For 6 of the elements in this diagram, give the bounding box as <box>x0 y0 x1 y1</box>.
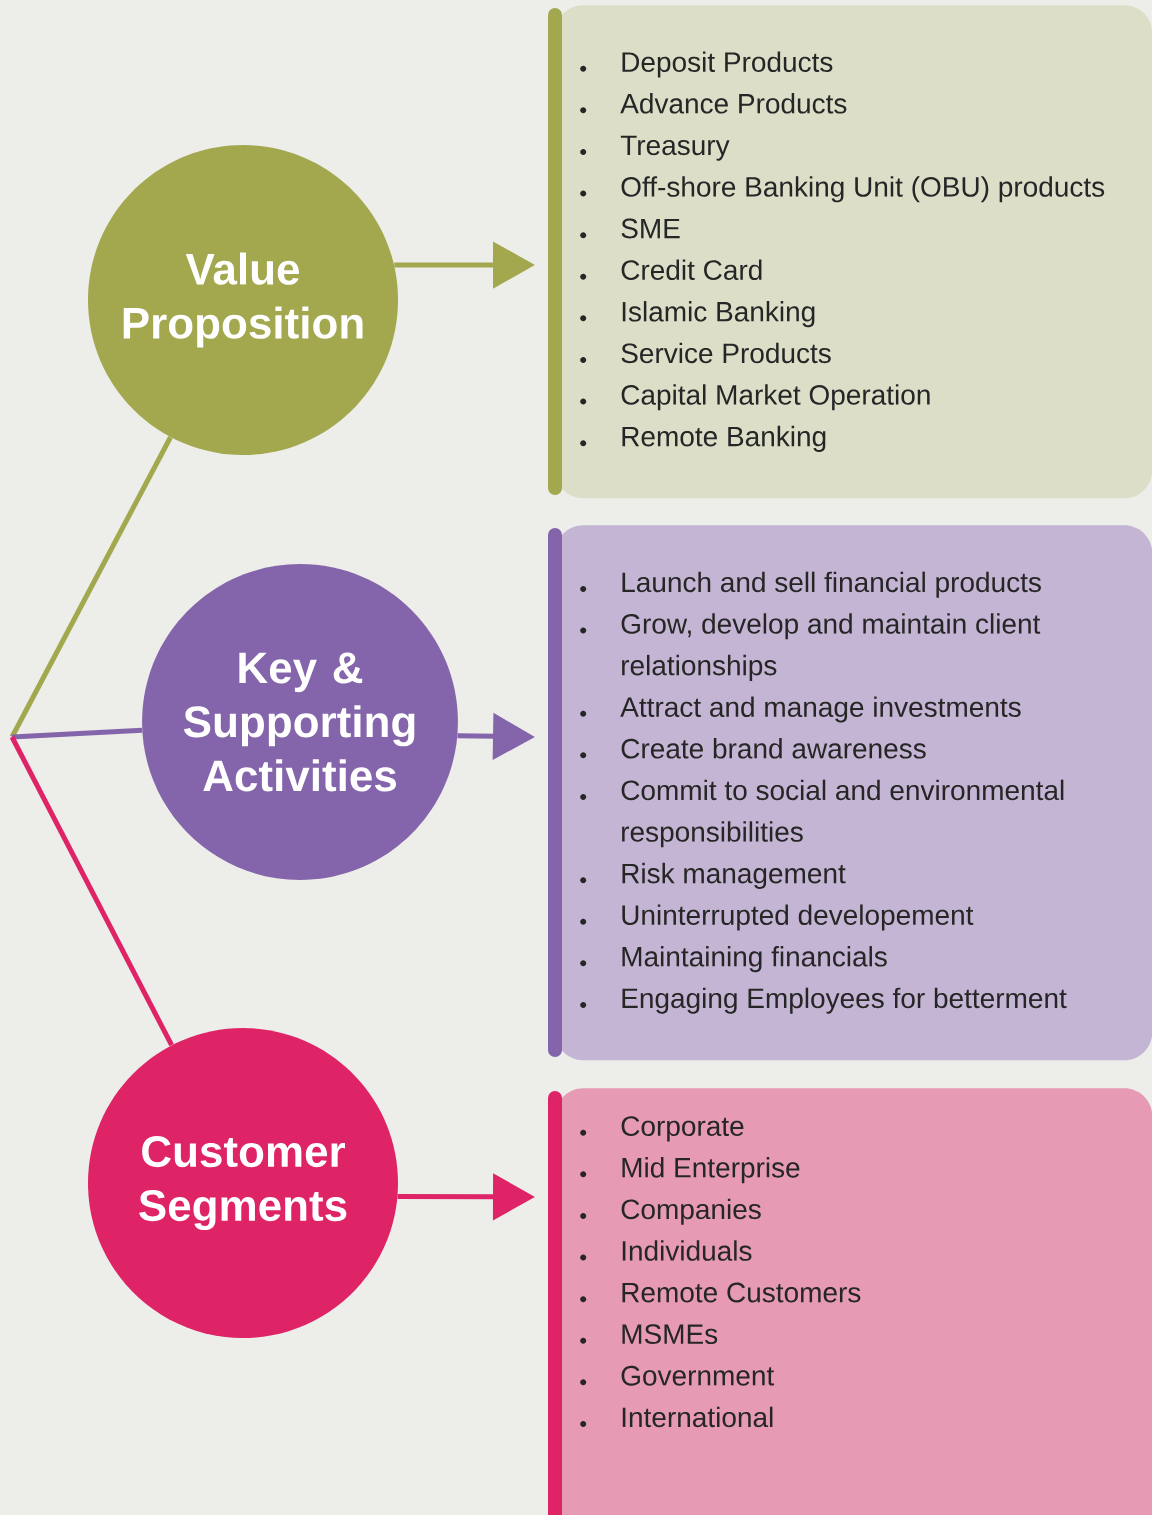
connector <box>9 436 173 739</box>
connector <box>11 727 143 740</box>
list-box: Launch and sell financial products Grow, develop and maintain client relationships Attract and manage investments Create brand awareness Commit to social and environmental responsibilities Risk management Uninterrupted developement Maintaining financials Engaging Employees for betterment <box>548 525 1152 1061</box>
list-box: Deposit Products Advance Products Treasury Off-shore Banking Unit (OBU) products SME Credit Card Islamic Banking Service Products Capital Market Operation Remote Banking <box>548 5 1152 499</box>
list-box: Corporate Mid Enterprise Companies Individuals Remote Customers MSMEs Government International <box>548 1088 1152 1515</box>
connector <box>9 735 174 1047</box>
